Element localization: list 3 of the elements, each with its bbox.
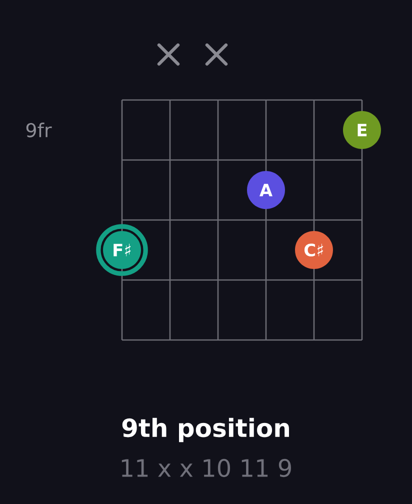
fret-number: 9fr [26,122,52,138]
chord-title: 9th position [122,418,289,442]
fret-numbers-caption: 11 x x 10 11 9 [122,458,291,478]
